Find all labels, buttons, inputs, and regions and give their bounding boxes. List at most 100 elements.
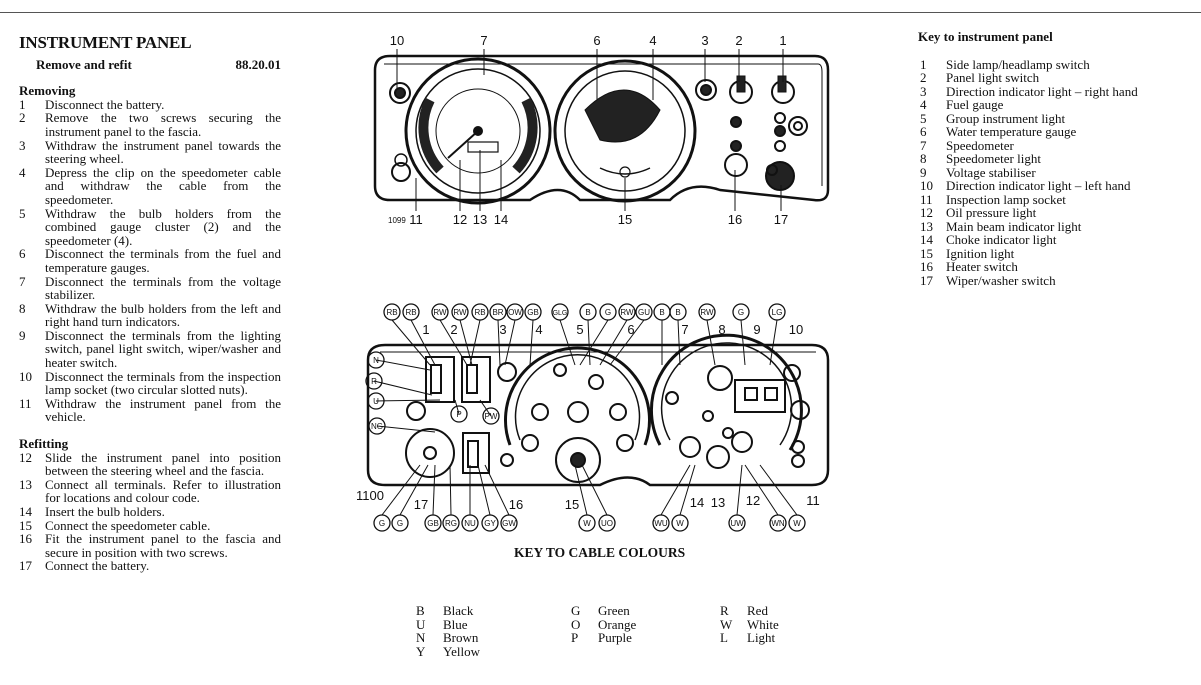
callout-number: 5 — [576, 322, 583, 337]
cable-colour-code: GB — [427, 519, 439, 528]
step-text: Disconnect the terminals from the fuel a… — [45, 246, 281, 275]
leader-line — [679, 464, 696, 516]
cable-bubble — [442, 514, 460, 532]
cable-colour-code: R — [371, 377, 377, 386]
leader-line — [391, 319, 431, 366]
key-label: Main beam indicator light — [946, 218, 1082, 234]
cable-colour-code: B — [675, 308, 680, 317]
callout-number: 15 — [565, 497, 579, 512]
cable-code: P — [571, 630, 579, 645]
step-text: Connect all terminals. Refer to illustra… — [45, 476, 281, 506]
leader-line — [432, 464, 436, 516]
cable-bubble — [652, 514, 670, 532]
cable-colour-code: WN — [771, 519, 785, 528]
step-number: 14 — [19, 504, 32, 519]
step-number: 7 — [19, 273, 26, 289]
leader-line — [529, 319, 534, 366]
cable-bubble — [424, 514, 442, 532]
key-label: Water temperature gauge — [946, 124, 1077, 139]
cable-colour-code: RW — [620, 308, 634, 317]
cable-colour-code: UW — [730, 519, 744, 528]
cable-colour-code: G — [738, 308, 744, 317]
step-number: 4 — [19, 164, 26, 180]
leader-line — [449, 464, 452, 516]
operation-name: Remove and refit — [36, 56, 132, 72]
callout-number: 10 — [390, 33, 404, 48]
cable-bubble — [578, 514, 596, 532]
step-number: 5 — [19, 205, 26, 221]
cable-colour-code: G — [379, 519, 385, 528]
callout-number: 4 — [649, 33, 656, 48]
key-number: 2 — [920, 70, 927, 85]
step-text: Withdraw the instrument panel towards th… — [45, 137, 281, 167]
key-label: Speedometer light — [946, 151, 1041, 166]
callout-number: 7 — [480, 33, 487, 48]
callout-number: 3 — [499, 322, 506, 337]
step-text: Slide the instrument panel into position… — [45, 449, 281, 479]
cable-bubble — [500, 514, 518, 532]
cable-colour-code: W — [793, 519, 801, 528]
leader-line — [609, 319, 645, 366]
cable-colour-code: LG — [772, 308, 783, 317]
leader-line — [484, 464, 510, 516]
leader-line — [497, 319, 501, 366]
key-label: Wiper/washer switch — [946, 272, 1056, 288]
cable-colour: Orange — [598, 616, 637, 632]
cable-colour-code: W — [583, 519, 591, 528]
cable-colour-code: U — [373, 397, 379, 406]
cable-code: B — [416, 603, 425, 618]
step-number: 11 — [19, 395, 32, 411]
key-number: 11 — [920, 191, 933, 207]
cable-colour: Brown — [443, 630, 479, 645]
key-number: 9 — [920, 164, 927, 180]
step-number: 3 — [19, 137, 26, 153]
step-number: 2 — [19, 110, 26, 126]
leader-line — [769, 319, 778, 366]
cable-colour-code: B — [585, 308, 590, 317]
leader-line — [454, 399, 460, 415]
leader-line — [587, 319, 591, 366]
step-number: 10 — [19, 368, 32, 384]
step-text: Remove the two screws securing the instr… — [45, 110, 281, 139]
cable-code: G — [571, 603, 581, 618]
cable-colour-code: OW — [508, 308, 522, 317]
cable-bubble — [768, 303, 786, 321]
key-label: Group instrument light — [946, 110, 1066, 126]
cable-colour-code: RG — [445, 519, 457, 528]
cable-colour-code: B — [659, 308, 664, 317]
leader-line — [399, 464, 429, 516]
callout-number: 10 — [789, 322, 803, 337]
cable-bubble — [365, 372, 383, 390]
cable-colour: White — [747, 616, 779, 632]
cable-colour-code: GY — [484, 519, 496, 528]
leader-line — [376, 425, 436, 433]
cable-colour-code: RB — [405, 308, 416, 317]
key-title: Key to instrument panel — [918, 29, 1053, 44]
callout-number: 8 — [718, 322, 725, 337]
cable-bubble — [450, 405, 468, 423]
key-label: Speedometer — [946, 137, 1014, 153]
cable-code: W — [720, 616, 733, 632]
operation-header: Remove and refit 88.20.01 — [19, 56, 281, 72]
key-label: Voltage stabiliser — [946, 164, 1036, 180]
key-number: 13 — [920, 218, 933, 234]
leader-line — [375, 399, 441, 402]
step-number: 9 — [19, 327, 26, 343]
speedometer-gauge — [404, 57, 552, 205]
key-number: 4 — [920, 97, 927, 112]
